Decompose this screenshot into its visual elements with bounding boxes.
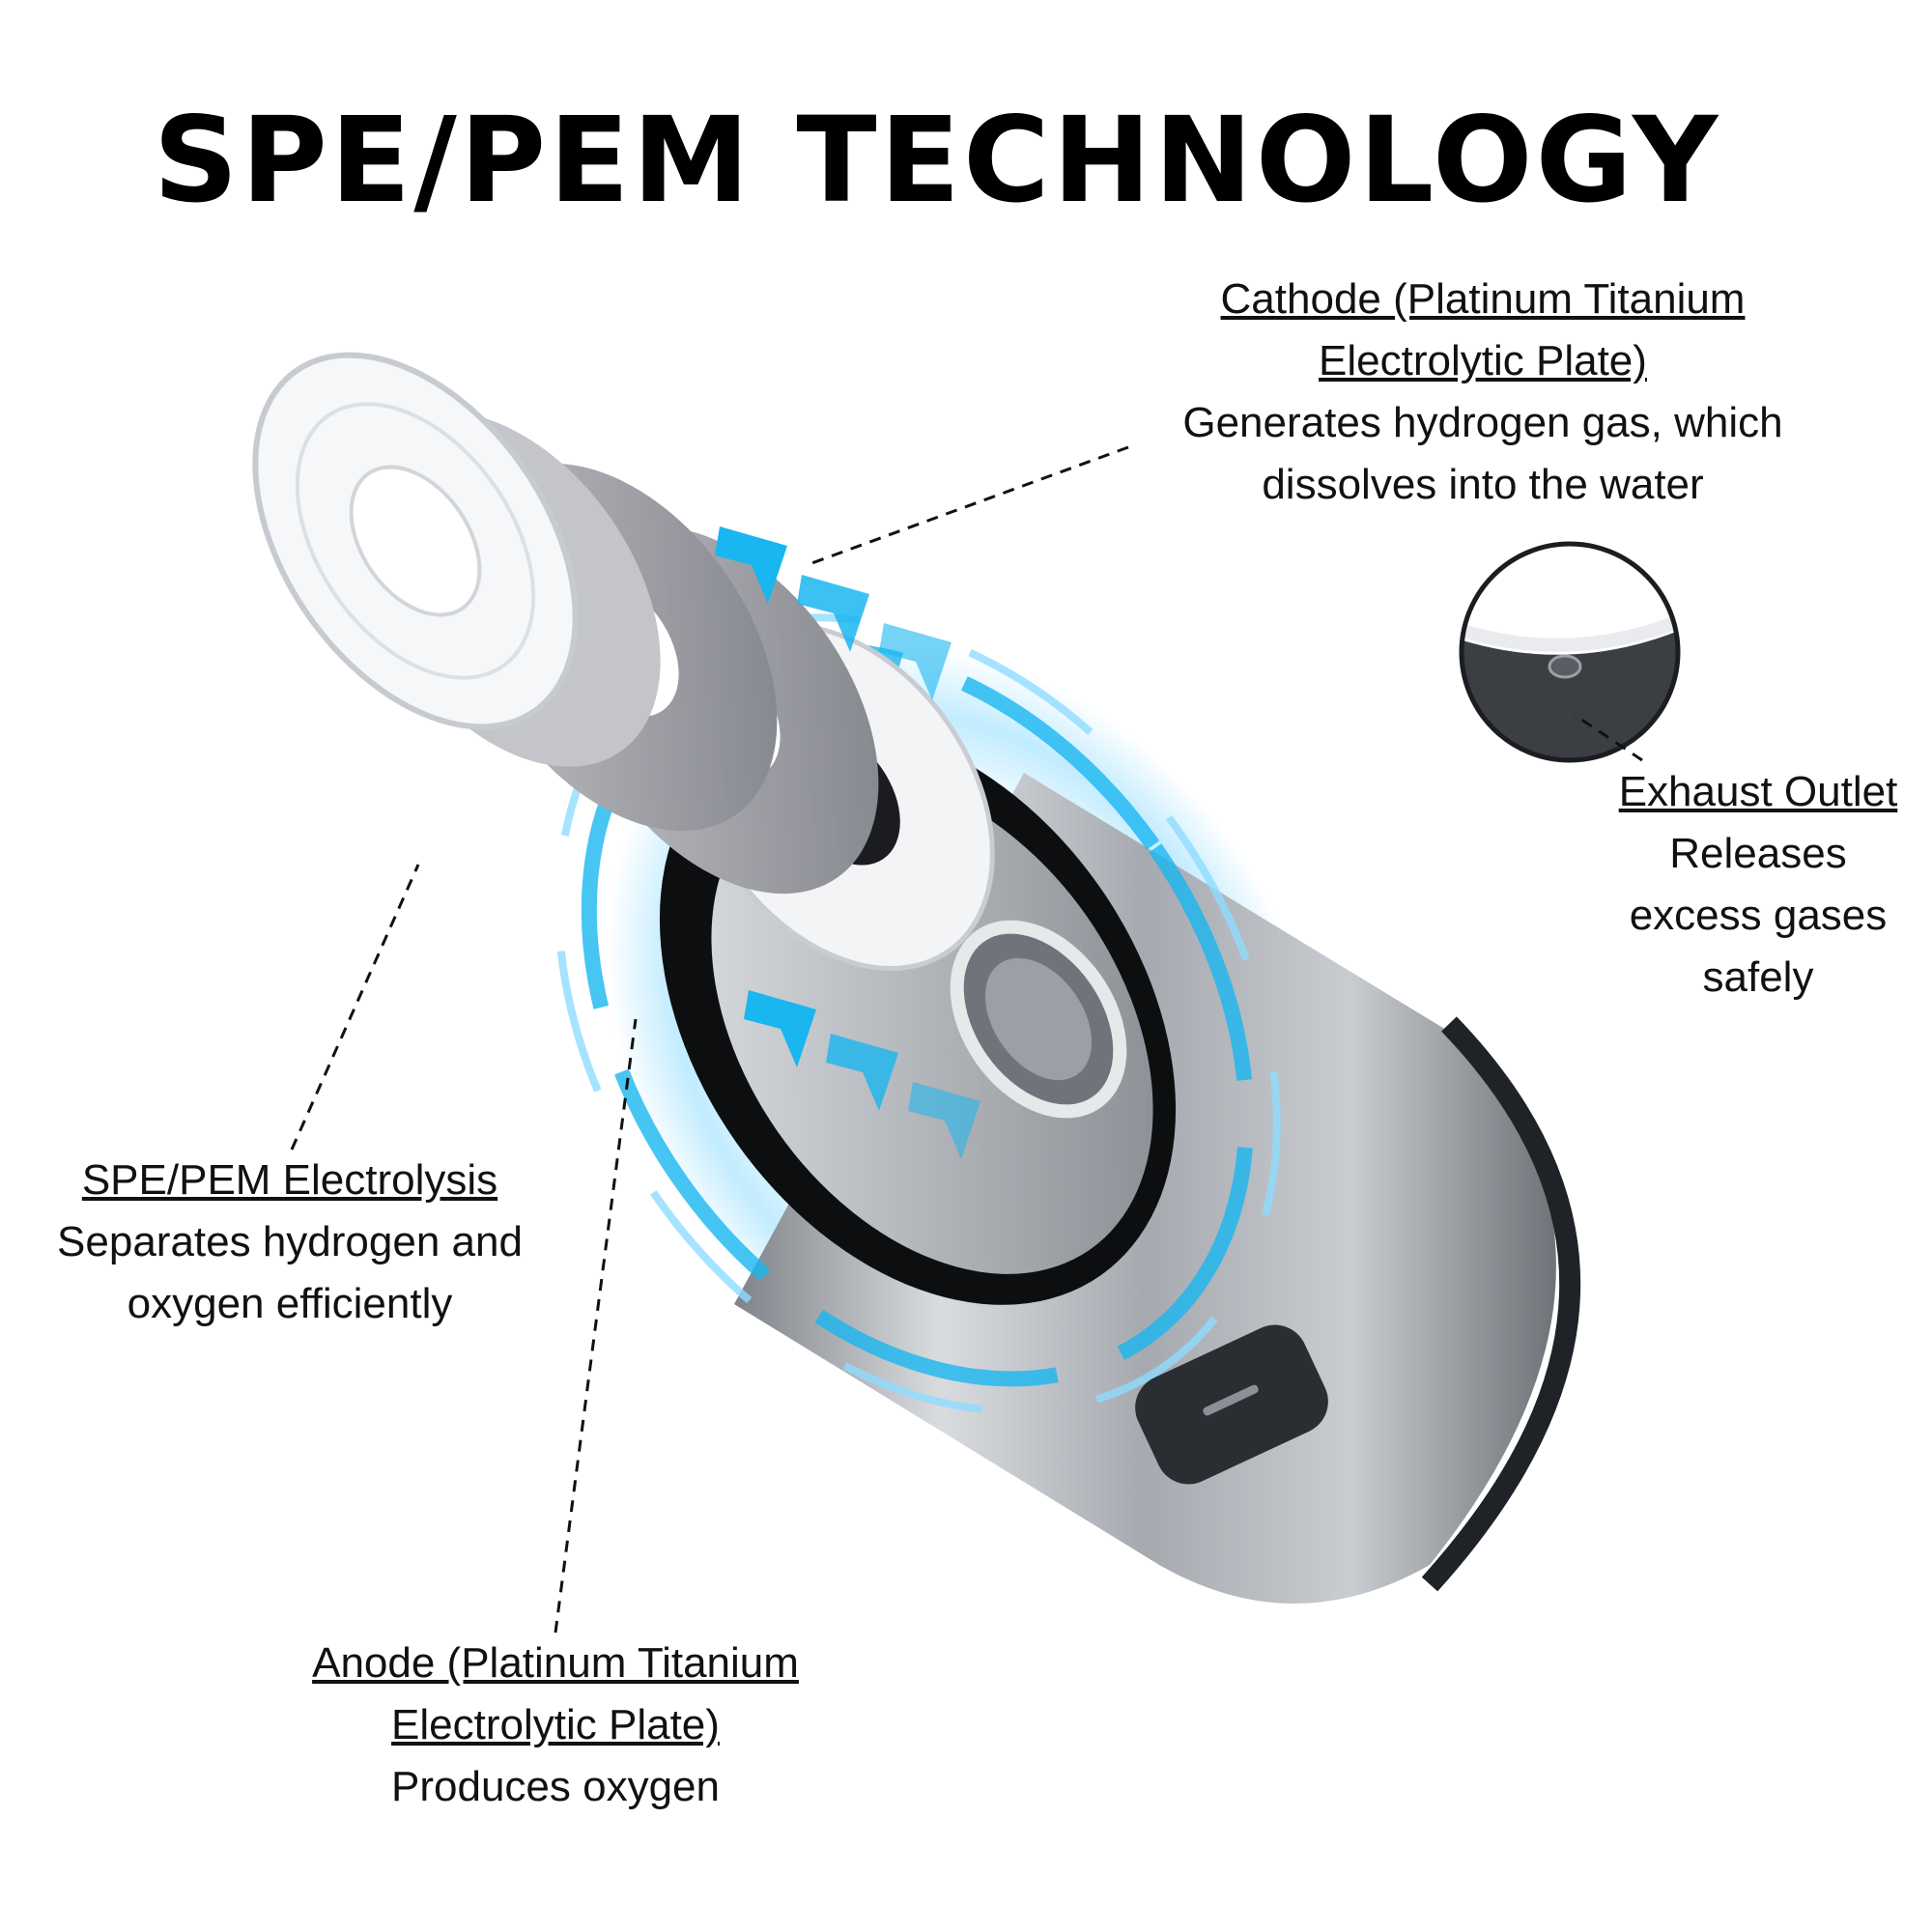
electrolysis-leader-line	[290, 864, 420, 1151]
electrolysis-desc-line2: oxygen efficiently	[127, 1280, 453, 1327]
power-button-icon	[1135, 1324, 1328, 1485]
cathode-desc-line1: Generates hydrogen gas, which	[1182, 399, 1783, 446]
anode-callout: Anode (Platinum Titanium Electrolytic Pl…	[270, 1633, 840, 1818]
anode-heading-line1: Anode (Platinum Titanium	[312, 1639, 799, 1687]
leader-lines	[290, 445, 1643, 1634]
exhaust-heading: Exhaust Outlet	[1618, 768, 1898, 815]
electrolysis-callout: SPE/PEM Electrolysis Separates hydrogen …	[19, 1150, 560, 1335]
electrolysis-heading: SPE/PEM Electrolysis	[81, 1156, 498, 1204]
exhaust-leader-line	[1574, 713, 1643, 762]
exhaust-desc-line2: excess gases	[1629, 892, 1888, 939]
exhaust-outlet-zoom-icon	[1459, 541, 1681, 763]
arrow-chevron-icon	[715, 526, 980, 1159]
anode-leader-line	[554, 1018, 638, 1634]
cathode-callout: Cathode (Platinum Titanium Electrolytic …	[1116, 269, 1850, 516]
exhaust-callout: Exhaust Outlet Releases excess gases saf…	[1584, 761, 1932, 1009]
page-title: SPE/PEM TECHNOLOGY	[153, 92, 1721, 229]
anode-heading-line2: Electrolytic Plate)	[391, 1701, 720, 1748]
device-body	[554, 613, 1581, 1604]
top-cap-disc	[252, 352, 579, 730]
exhaust-desc-line1: Releases	[1669, 830, 1847, 877]
anode-desc: Produces oxygen	[391, 1763, 720, 1810]
exhaust-desc-line3: safely	[1702, 953, 1814, 1001]
cathode-desc-line2: dissolves into the water	[1262, 461, 1704, 508]
cathode-heading-line2: Electrolytic Plate)	[1319, 337, 1647, 384]
cathode-leader-line	[806, 445, 1129, 567]
electrolysis-desc-line1: Separates hydrogen and	[57, 1218, 523, 1265]
cathode-heading-line1: Cathode (Platinum Titanium	[1220, 275, 1746, 323]
